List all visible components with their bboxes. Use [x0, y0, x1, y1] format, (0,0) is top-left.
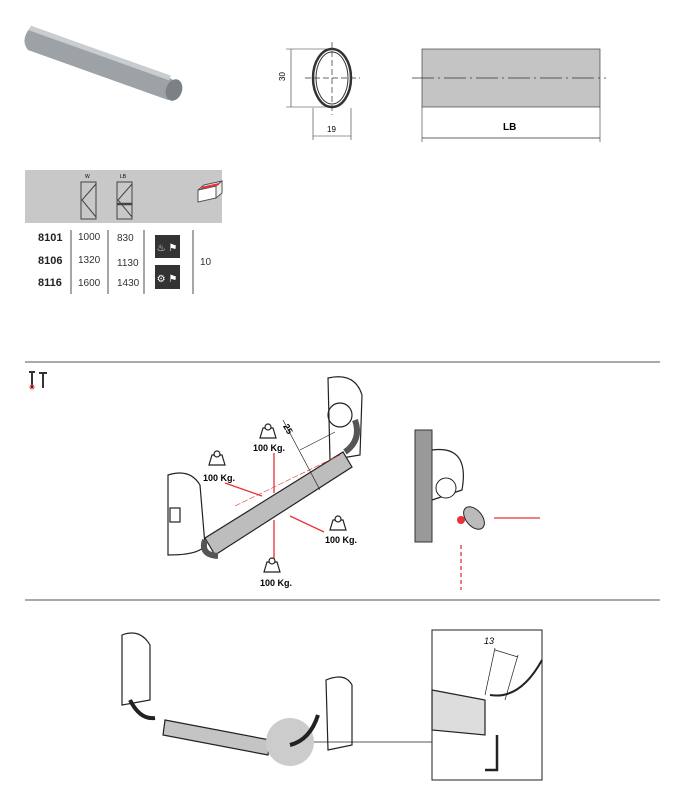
col-lb-label: LB — [120, 174, 127, 180]
package-box-icon — [197, 179, 223, 203]
lb-value: 1130 — [117, 258, 139, 269]
panic-exit-icon: ⚙ ⚑ — [155, 265, 180, 289]
tube-side-view — [412, 48, 606, 142]
product-code: 8116 — [38, 277, 62, 289]
pack-quantity: 10 — [200, 257, 212, 268]
assembly-diagram — [121, 629, 543, 781]
product-code: 8101 — [38, 232, 63, 244]
lb-value: 1430 — [117, 278, 140, 289]
table-header-bg — [25, 170, 222, 223]
load-label: 100 Kg. — [325, 535, 358, 545]
tube-cross-section — [286, 42, 360, 140]
w-value: 1320 — [78, 255, 101, 266]
load-label: 100 Kg. — [253, 443, 286, 453]
panic-bar-load-diagram — [167, 376, 363, 559]
svg-text:⚙ ⚑: ⚙ ⚑ — [157, 274, 178, 285]
detail-offset-dimension: 13 — [484, 636, 495, 646]
table-dividers — [70, 230, 194, 294]
width-dimension: 19 — [327, 125, 336, 134]
height-dimension: 30 — [277, 72, 287, 81]
tools-icon — [29, 371, 47, 390]
length-bar-icon — [116, 181, 133, 220]
fire-exit-icon: ♨ ⚑ — [155, 235, 180, 258]
weight-icons — [208, 423, 347, 573]
w-value: 1600 — [78, 278, 101, 289]
lb-value: 830 — [117, 233, 134, 244]
load-label: 100 Kg. — [203, 473, 236, 483]
side-view-diagram — [414, 429, 540, 590]
width-door-icon — [80, 181, 97, 220]
col-w-label: W — [85, 174, 90, 180]
load-label: 100 Kg. — [260, 578, 293, 588]
length-dimension: LB — [503, 122, 517, 133]
w-value: 1000 — [78, 232, 101, 243]
load-arrows — [224, 453, 341, 560]
product-code: 8106 — [38, 255, 63, 267]
svg-text:♨ ⚑: ♨ ⚑ — [157, 243, 178, 254]
tube-photo — [24, 25, 183, 101]
